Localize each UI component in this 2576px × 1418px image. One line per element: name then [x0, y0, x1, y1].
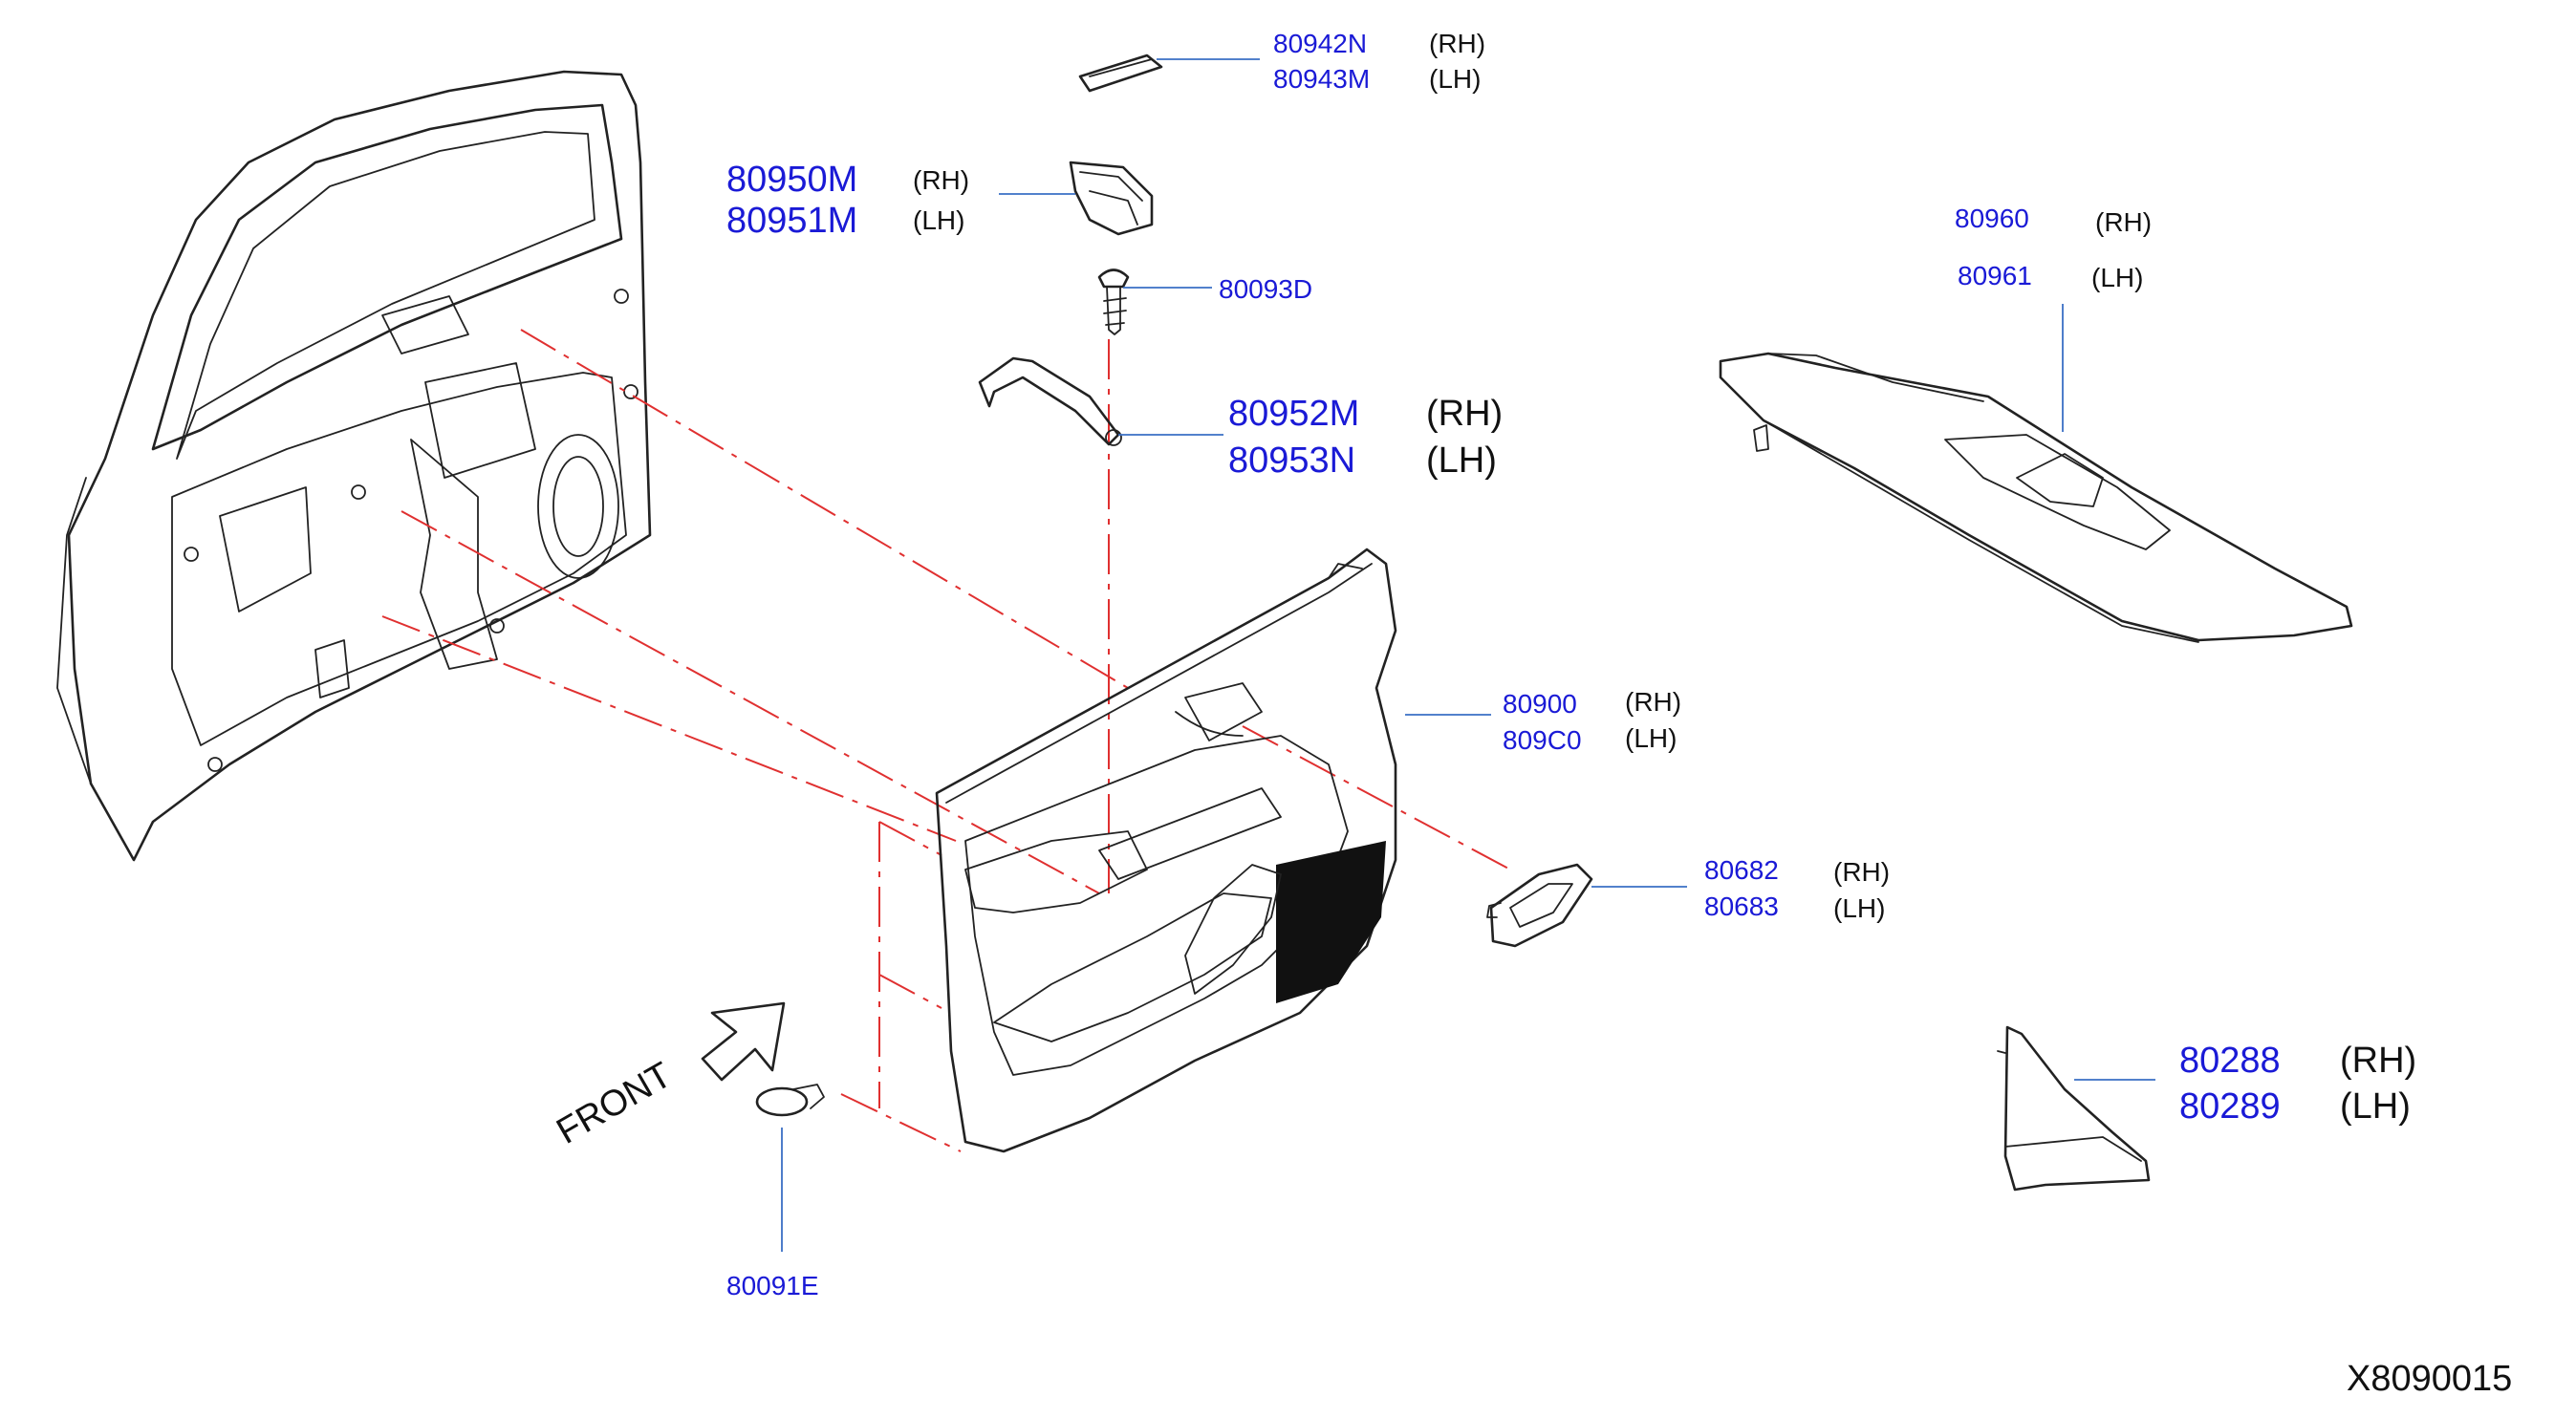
- door-inner-panel: [56, 70, 652, 862]
- bracket-part: [978, 356, 1122, 446]
- grip-cover-part: [1078, 54, 1163, 93]
- side-lh-label: (LH): [1833, 893, 1885, 923]
- side-lh-label: (LH): [913, 205, 964, 235]
- callout-pull-pocket: 80950M 80951M (RH) (LH): [726, 160, 969, 241]
- part-number-lh: 80683: [1704, 892, 1779, 921]
- front-direction-marker: FRONT: [551, 1001, 786, 1152]
- part-number-rh: 80960: [1955, 204, 2029, 233]
- callout-grip-cover: 80942N 80943M (RH) (LH): [1273, 29, 1485, 94]
- callout-corner-finisher: 80288 80289 (RH) (LH): [2179, 1041, 2416, 1127]
- clip-part: [1097, 269, 1130, 335]
- callout-grommet: 80091E: [726, 1271, 819, 1300]
- side-rh-label: (RH): [1426, 394, 1503, 434]
- callout-clip: 80093D: [1219, 274, 1312, 304]
- side-rh-label: (RH): [1833, 857, 1890, 887]
- part-number-rh: 80900: [1503, 689, 1577, 719]
- part-number-rh: 80952M: [1228, 394, 1359, 434]
- side-lh-label: (LH): [1429, 64, 1481, 94]
- side-lh-label: (LH): [1625, 723, 1677, 753]
- front-label: FRONT: [551, 1055, 679, 1152]
- part-number: 80091E: [726, 1271, 819, 1300]
- pull-pocket-part: [1069, 161, 1154, 236]
- alignment-lines: [381, 329, 1511, 1152]
- side-lh-label: (LH): [2091, 263, 2143, 292]
- side-lh-label: (LH): [1426, 440, 1497, 481]
- side-rh-label: (RH): [913, 165, 969, 195]
- part-number-lh: 809C0: [1503, 725, 1582, 755]
- escutcheon-part: [1486, 863, 1593, 948]
- callout-bracket: 80952M 80953N (RH) (LH): [1228, 394, 1503, 481]
- side-rh-label: (RH): [2340, 1041, 2416, 1081]
- armrest-finisher-part: [1719, 352, 2353, 643]
- diagram-reference-id: X8090015: [2347, 1359, 2512, 1399]
- door-trim-panel: [935, 548, 1397, 1153]
- part-number-rh: 80682: [1704, 855, 1779, 885]
- part-number-rh: 80288: [2179, 1041, 2281, 1081]
- callout-armrest-finisher: 80960 80961 (RH) (LH): [1955, 204, 2152, 292]
- callout-escutcheon: 80682 80683 (RH) (LH): [1704, 855, 1890, 923]
- callout-door-trim: 80900 809C0 (RH) (LH): [1503, 687, 1681, 755]
- side-rh-label: (RH): [1429, 29, 1485, 58]
- part-number-lh: 80289: [2179, 1086, 2281, 1127]
- leader-lines: [781, 58, 2155, 1252]
- side-lh-label: (LH): [2340, 1086, 2411, 1127]
- part-number: 80093D: [1219, 274, 1312, 304]
- part-number-lh: 80961: [1958, 261, 2032, 290]
- part-number-lh: 80951M: [726, 201, 857, 241]
- grommet-part: [755, 1084, 825, 1117]
- part-number-lh: 80953N: [1228, 440, 1355, 481]
- side-rh-label: (RH): [1625, 687, 1681, 717]
- part-number-lh: 80943M: [1273, 64, 1370, 94]
- part-number-rh: 80942N: [1273, 29, 1367, 58]
- corner-finisher-part: [1997, 1025, 2151, 1192]
- side-rh-label: (RH): [2095, 207, 2152, 237]
- part-number-rh: 80950M: [726, 160, 857, 200]
